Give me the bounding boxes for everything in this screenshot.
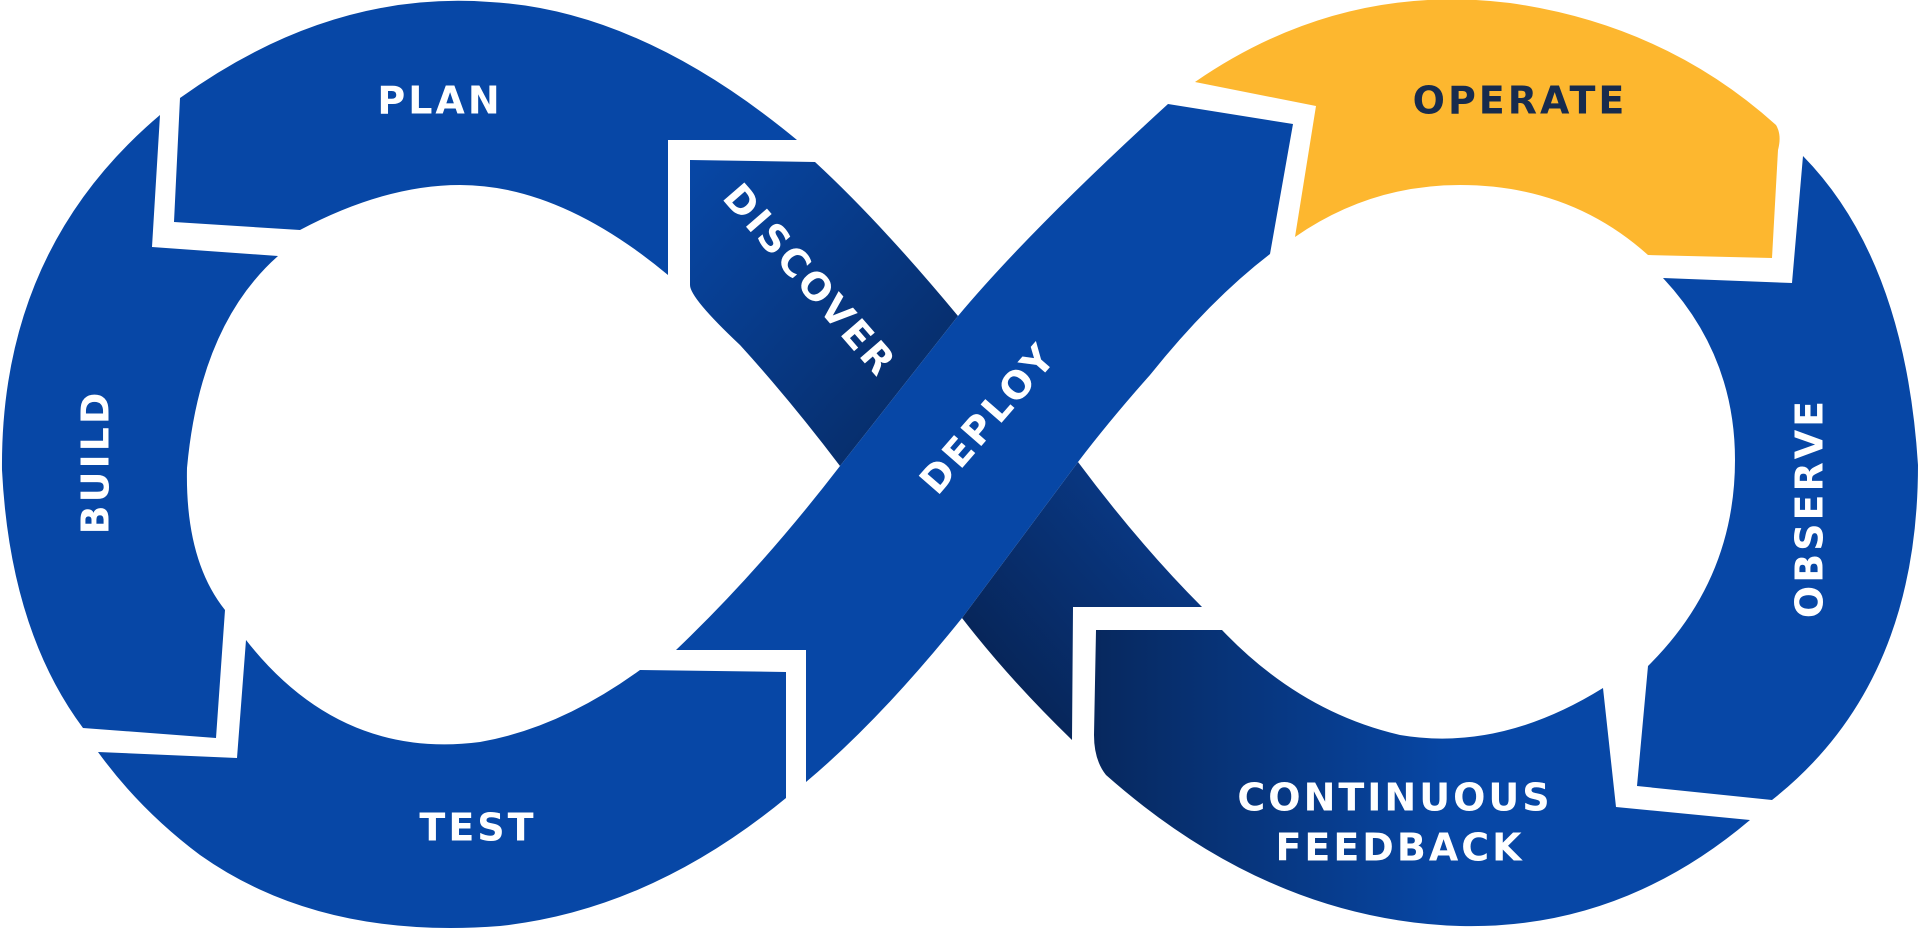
label-feedback: FEEDBACK <box>1275 826 1524 870</box>
segment-discover <box>690 160 958 466</box>
label-operate: OPERATE <box>1413 79 1628 123</box>
segment-observe <box>1637 156 1918 800</box>
label-build: BUILD <box>74 390 118 535</box>
segment-build <box>1 115 278 738</box>
label-plan: PLAN <box>377 79 502 123</box>
label-observe: OBSERVE <box>1788 398 1832 618</box>
segment-test <box>98 640 786 928</box>
segment-continuous-feedback <box>1094 630 1750 927</box>
segment-operate[interactable] <box>1195 0 1780 258</box>
segment-center-dark <box>962 462 1202 740</box>
label-continuous: CONTINUOUS <box>1237 776 1552 820</box>
segment-deploy <box>676 104 1293 782</box>
label-test: TEST <box>419 806 536 850</box>
segment-plan <box>174 0 797 276</box>
